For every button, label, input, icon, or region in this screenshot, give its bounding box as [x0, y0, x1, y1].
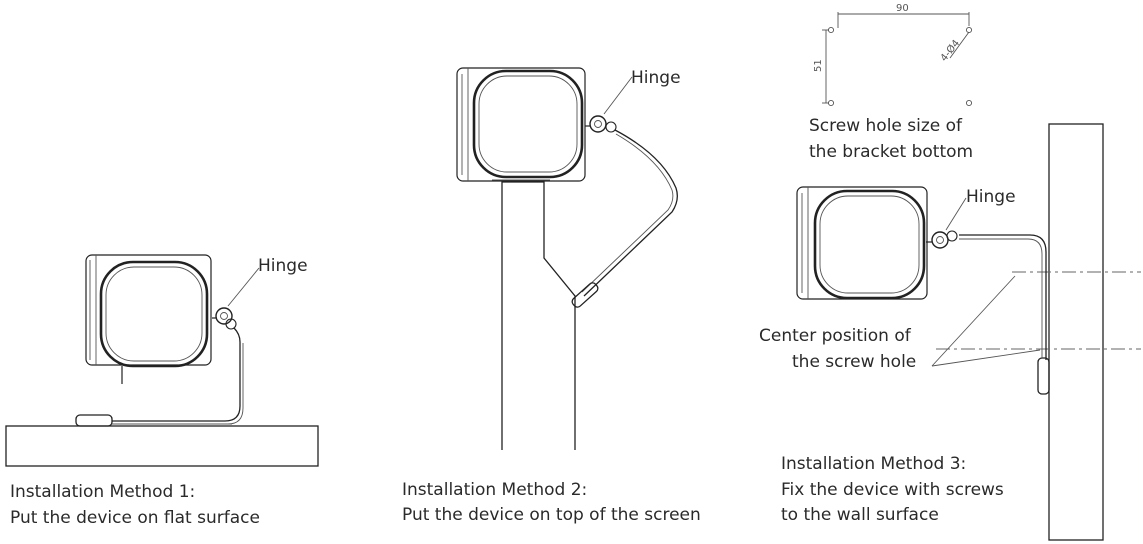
hinge-leader-2 [603, 76, 633, 115]
device-screen [472, 69, 584, 179]
bracket-base-plate [1037, 357, 1050, 395]
hinge-label-3: Hinge [966, 187, 1016, 207]
bracket-caption-line-1: Screw hole size of [809, 116, 963, 136]
bracket-dimension-drawing: 90 51 4-Ø4 Screw hole size of the bracke… [809, 3, 973, 162]
device-screen [99, 260, 209, 368]
bracket-base-plate [571, 282, 599, 308]
hinge-label-2: Hinge [631, 68, 681, 88]
method-3-description-line-2: to the wall surface [781, 505, 939, 525]
bracket-caption-line-2: the bracket bottom [809, 142, 973, 162]
hinge-joint [215, 307, 233, 325]
device-body [456, 67, 586, 182]
bracket-arm [112, 327, 241, 422]
flat-surface [5, 425, 319, 467]
bracket-base-plate [75, 414, 113, 427]
bracket-width-value: 90 [896, 3, 909, 14]
wall-surface [1048, 123, 1104, 541]
bracket-arm [959, 234, 1047, 360]
method-3-illustration: Hinge Center position of the screw hole [759, 123, 1141, 541]
hinge-label-1: Hinge [258, 256, 308, 276]
method-1-description: Put the device on flat surface [10, 508, 260, 528]
bracket-arm [583, 129, 678, 297]
method-3-description-line-1: Fix the device with screws [781, 480, 1004, 500]
method-2-description: Put the device on top of the screen [402, 505, 701, 525]
device-screen [813, 189, 926, 300]
monitor-top [501, 181, 576, 450]
hinge-joint [589, 115, 607, 133]
hinge-joint [931, 231, 949, 249]
method-2-illustration: Hinge [456, 67, 681, 450]
bracket-hole-value: 4-Ø4 [938, 37, 962, 63]
method-1-illustration: Hinge [5, 254, 319, 467]
method-2-title: Installation Method 2: [402, 480, 587, 500]
bracket-height-value: 51 [813, 59, 824, 72]
hinge-leader-3 [945, 197, 967, 231]
screw-center-caption-line-1: Center position of [759, 326, 912, 346]
hinge-leader-1 [227, 267, 260, 307]
device-body [796, 186, 928, 300]
method-1-title: Installation Method 1: [10, 482, 195, 502]
method-3-title: Installation Method 3: [781, 454, 966, 474]
screw-center-caption-line-2: the screw hole [792, 352, 916, 372]
